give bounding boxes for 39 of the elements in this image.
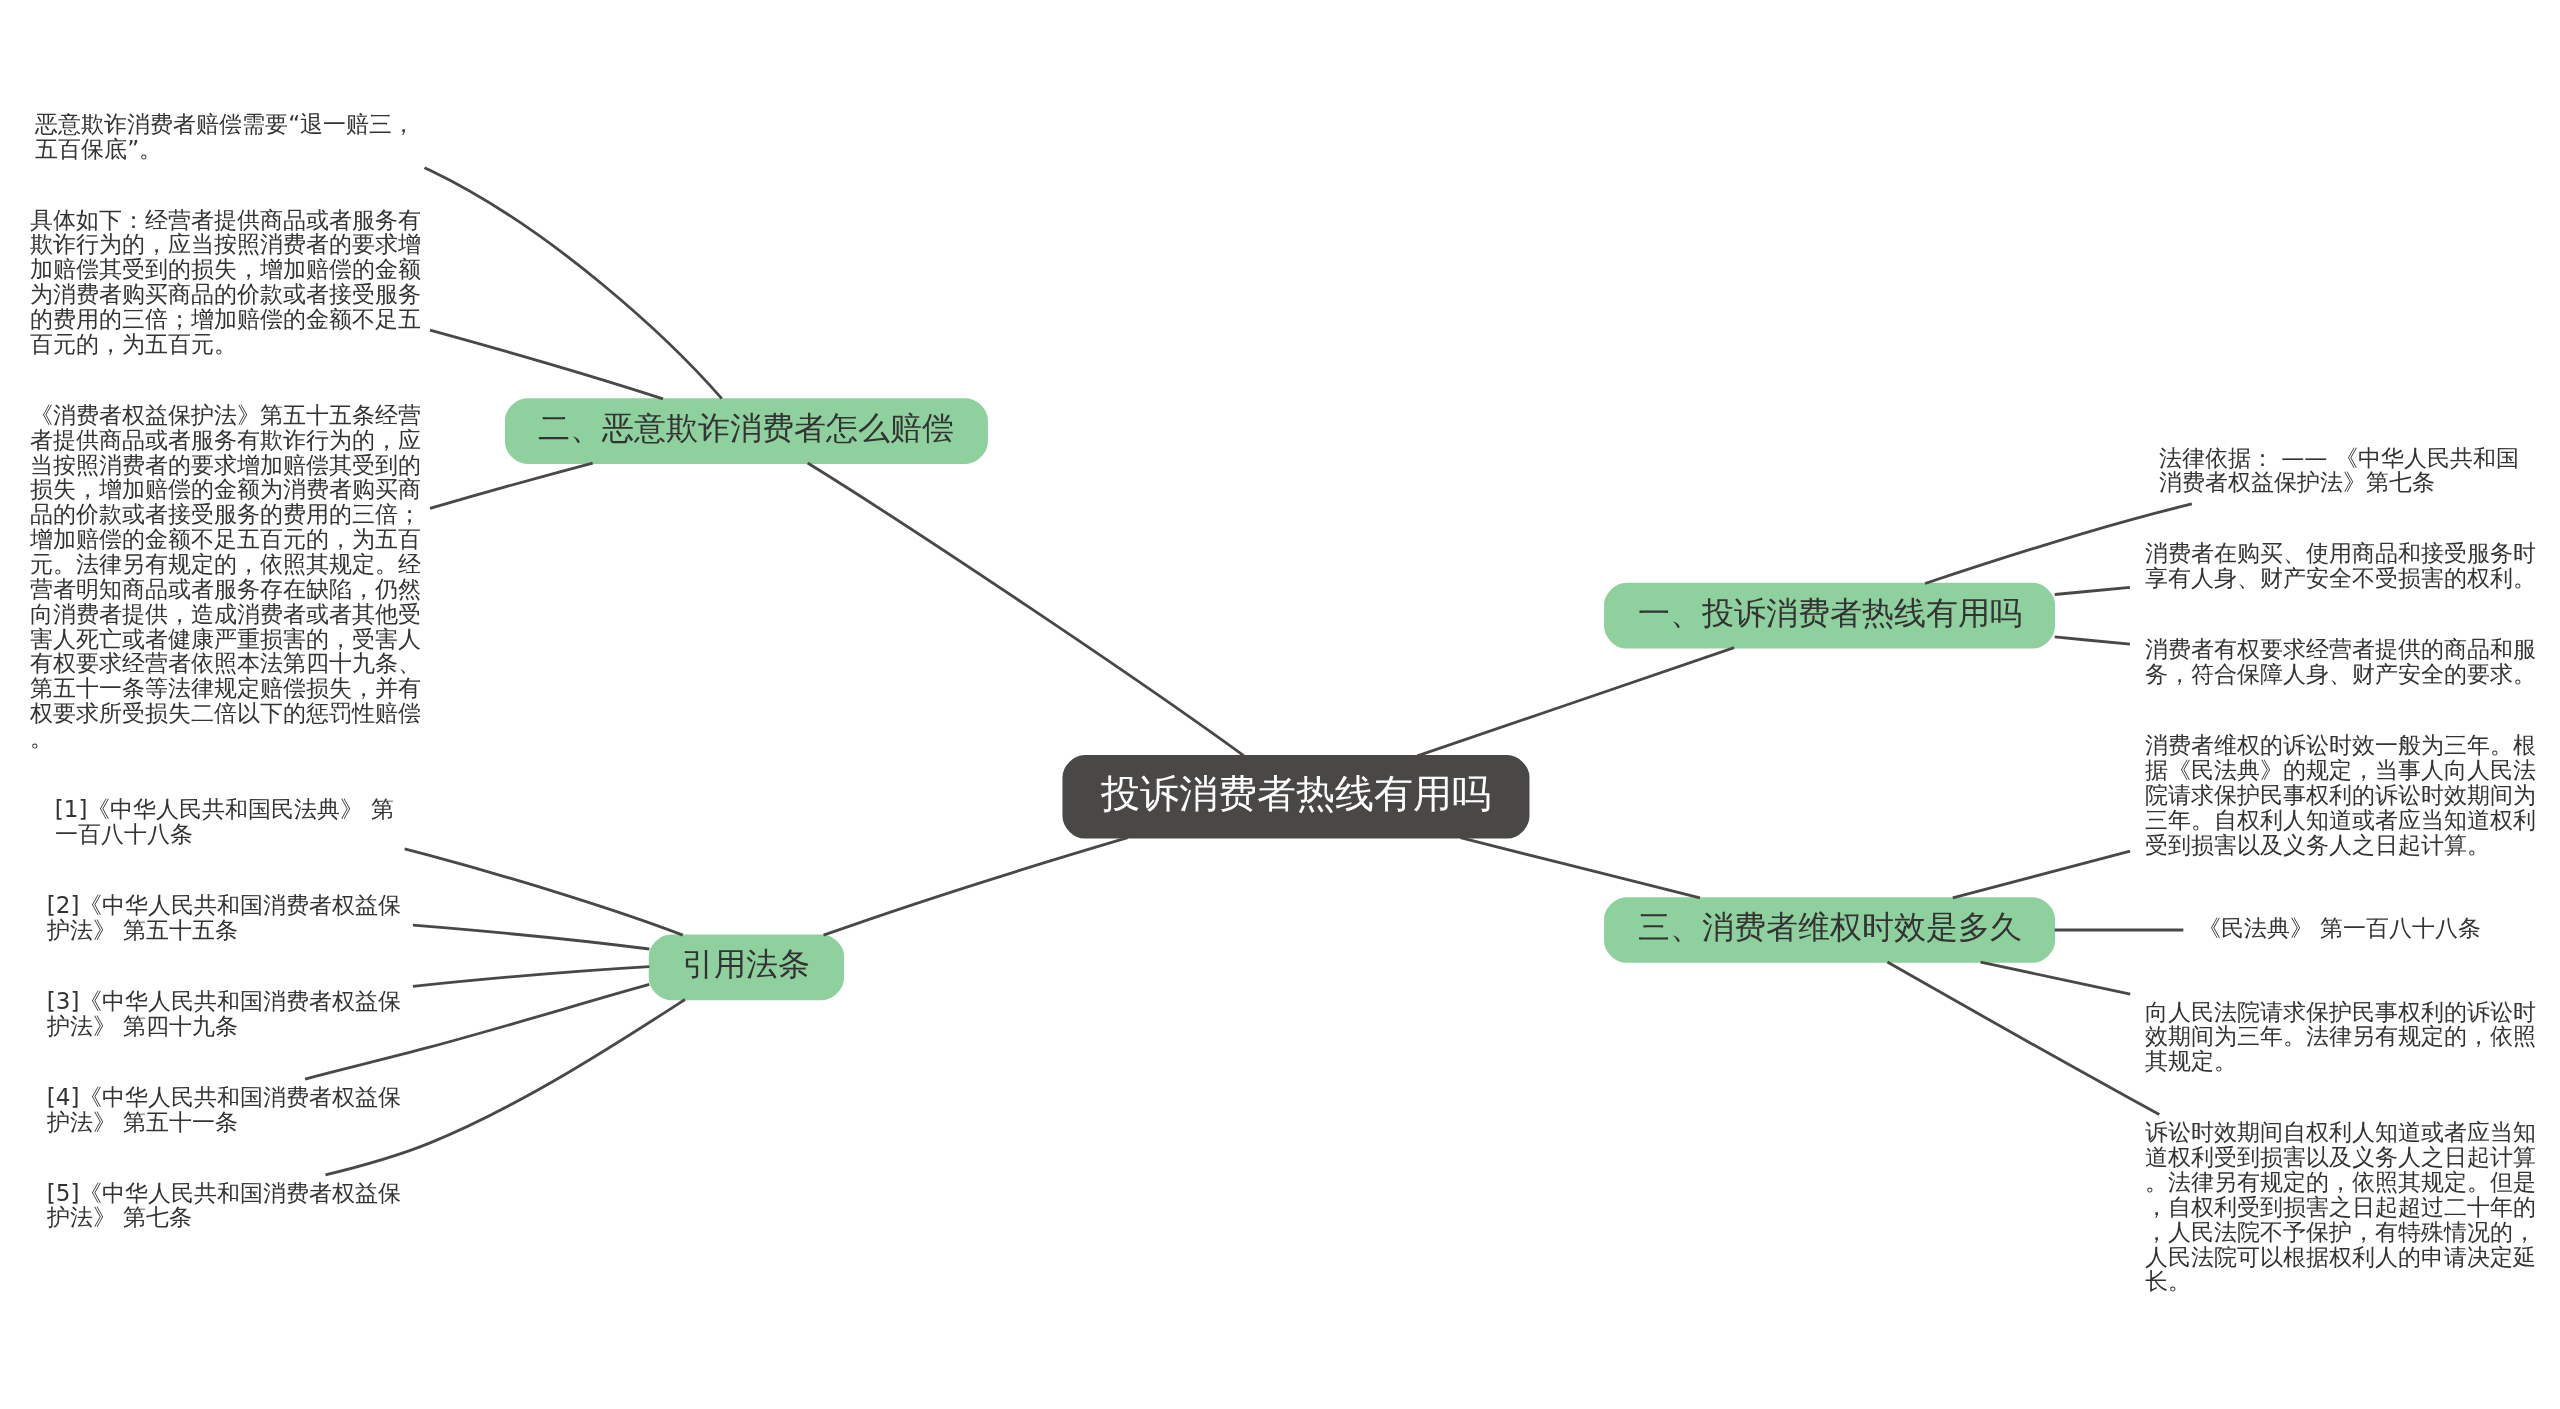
connector [823,836,1129,937]
connector [325,998,686,1177]
node-text: 法律依据： —— 《中华人民共和国消费者权益保护法》第七条 [2158,444,2519,496]
node-text: 《消费者权益保护法》第五十五条经营者提供商品或者服务有欺诈行为的，应当按照消费者的要求增加赔偿其受到的损失，增加赔偿的金额为消费者购买商品的价款或者接受服务的费用的三倍；增加赔偿的金额不足五百元的，为五百元。法律另有规定的，依照其规定。经营者明知商品或者服务存在缺陷，仍然向消费者提供，造成消费者或者其他受害人死亡或者健康严重损害的，受害人有权要求经营者依照本法第四十九条、第五十一条等法律规定赔偿损失，并有权要求所受损失二倍以下的惩罚性赔偿。 [29,401,421,752]
connector [404,847,684,937]
node-text: [5]《中华人民共和国消费者权益保护法》 第七条 [46,1179,402,1231]
connector [1886,960,2160,1116]
node-box: 投诉消费者热线有用吗 [1062,755,1530,839]
node-text: [2]《中华人民共和国消费者权益保护法》 第五十五条 [46,891,402,943]
connector [806,461,1245,757]
node-text: 消费者维权的诉讼时效一般为三年。根据《民法典》的规定，当事人向人民法院请求保护民事权利的诉讼时效期间为三年。自权利人知道或者应当知道权利受到损害以及义务人之日起计算。 [2144,732,2536,858]
node-box: 二、恶意欺诈消费者怎么赔偿 [504,398,988,464]
node-text: 诉讼时效期间自权利人知道或者应当知道权利受到损害以及义务人之日起计算。法律另有规定的，依照其规定。但是，自权利受到损害之日起超过二十年的，人民法院不予保护，有特殊情况的，人民法院可以根据权利人的申请决定延长。 [2144,1119,2536,1295]
node-text: [3]《中华人民共和国消费者权益保护法》 第四十九条 [46,987,402,1039]
node-box: 一、投诉消费者热线有用吗 [1604,582,2056,649]
connector [2054,585,2131,596]
node-text: 恶意欺诈消费者赔偿需要“退一赔三，五百保底”。 [35,110,416,162]
connector [2054,635,2131,646]
node-text: 《民法典》 第一百八十八条 [2198,915,2482,942]
connector [1924,502,2193,585]
connector [304,983,650,1081]
connector [1952,849,2131,900]
connector [412,923,650,951]
node-text: 具体如下：经营者提供商品或者服务有欺诈行为的，应当按照消费者的要求增加赔偿其受到的损失，增加赔偿的金额为消费者购买商品的价款或者接受服务的费用的三倍；增加赔偿的金额不足五百元的，为五百元。 [29,206,421,357]
node-text: [1]《中华人民共和国民法典》 第一百八十八条 [54,796,394,847]
connector [423,166,723,400]
connector [412,965,650,988]
node-text: 消费者有权要求经营者提供的商品和服务，符合保障人身、财产安全的要求。 [2144,636,2536,688]
node-text: [4]《中华人民共和国消费者权益保护法》 第五十一条 [46,1083,402,1135]
node-box: 三、消费者维权时效是多久 [1604,897,2056,963]
connector [1416,646,1735,758]
node-text: 向人民法院请求保护民事权利的诉讼时效期间为三年。法律另有规定的，依照其规定。 [2144,998,2536,1075]
connector [2054,928,2184,932]
connector [1460,836,1701,900]
connector [429,461,594,510]
node-box: 引用法条 [648,934,845,1001]
node-text: 消费者在购买、使用商品和接受服务时享有人身、财产安全不受损害的权利。 [2144,540,2536,592]
connector [1980,960,2131,996]
connector [429,328,664,401]
